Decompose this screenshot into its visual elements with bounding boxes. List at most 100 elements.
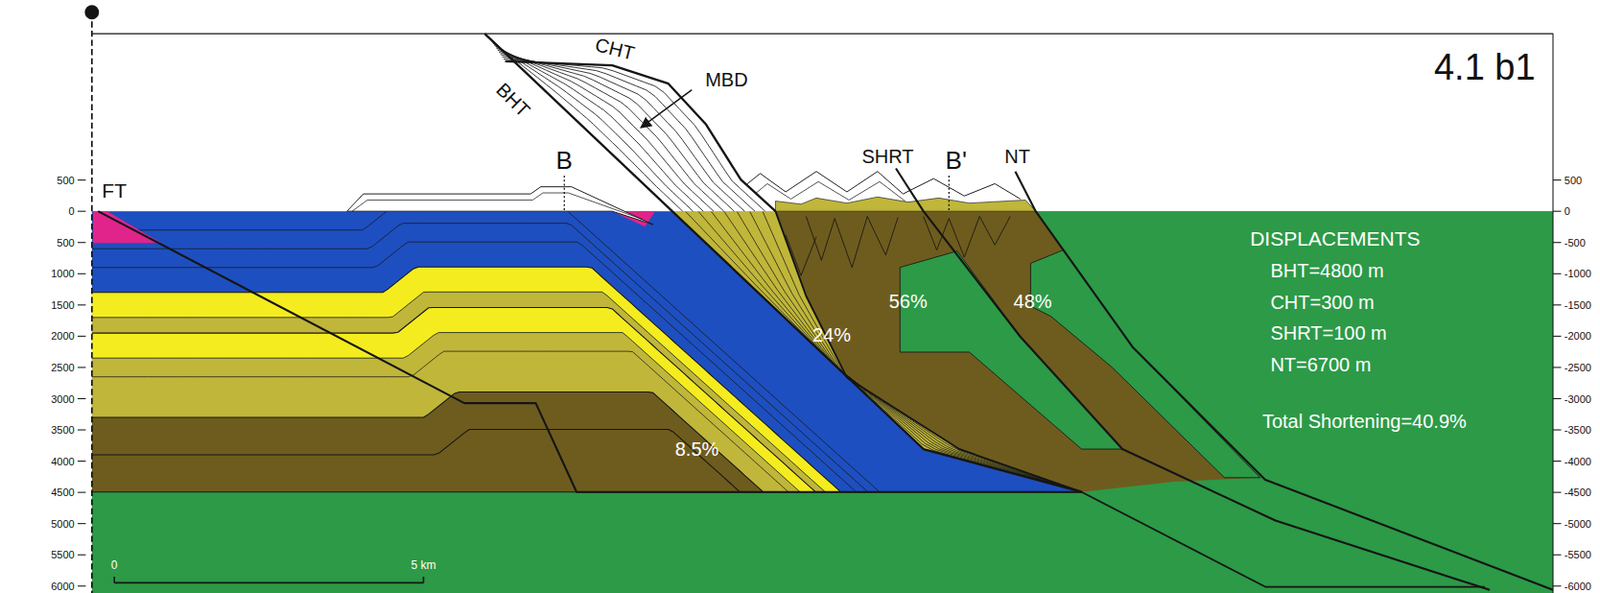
shortening-percent: 24% <box>812 325 851 345</box>
fault-label: FT <box>101 179 127 200</box>
depth-label: 3000 <box>50 393 74 404</box>
depth-label: 4500 <box>50 487 74 498</box>
depth-label: 0 <box>69 206 75 217</box>
fault-label: CHT <box>593 34 637 63</box>
depth-label: -1500 <box>1564 299 1592 310</box>
depth-label: -1000 <box>1564 268 1592 280</box>
depth-label: 3500 <box>50 424 74 436</box>
axis-tick <box>1552 241 1562 243</box>
axis-tick <box>77 335 87 337</box>
depth-label: -3500 <box>1564 424 1592 436</box>
depth-label: 2500 <box>50 361 74 373</box>
depth-label: -2000 <box>1564 330 1592 342</box>
axis-tick <box>1552 460 1562 462</box>
depth-label: 2000 <box>50 330 74 342</box>
axis-tick <box>77 241 87 243</box>
depth-label: -4000 <box>1564 455 1592 467</box>
section-label: B <box>556 147 573 173</box>
depth-label: 500 <box>1564 174 1582 186</box>
depth-label: 5000 <box>50 517 74 529</box>
scale-bar <box>113 576 116 583</box>
displacement-value: CHT=300 m <box>1270 292 1374 312</box>
fault-label: SHRT <box>861 146 914 166</box>
depth-label: -4500 <box>1564 487 1592 498</box>
fault-label: BHT <box>493 79 534 120</box>
axis-tick <box>1552 179 1562 181</box>
scale-label: 5 km <box>410 559 436 571</box>
depth-label: -2500 <box>1564 361 1592 373</box>
bedding-line <box>497 49 725 212</box>
shortening-percent: 48% <box>1013 291 1053 311</box>
fault-label: NT <box>1004 146 1031 166</box>
axis-tick <box>77 492 87 494</box>
bedding-line <box>501 56 755 212</box>
restored-outline <box>734 171 1021 200</box>
axis-dot <box>84 4 99 20</box>
fault-trace <box>484 33 1082 493</box>
displacement-value: BHT=4800 m <box>1270 260 1384 281</box>
depth-label: 500 <box>56 236 74 248</box>
depth-label: -500 <box>1564 236 1586 248</box>
axis-tick <box>1552 492 1562 494</box>
axis-tick <box>77 522 87 524</box>
axis-tick <box>77 585 87 587</box>
restored-outline <box>745 181 906 202</box>
axis-tick <box>1552 398 1562 400</box>
section-label: B' <box>945 147 967 173</box>
axis-tick <box>1552 522 1562 524</box>
axis-tick <box>77 273 87 275</box>
restored-outline <box>347 187 654 225</box>
fault-trace <box>895 168 1490 590</box>
depth-label: -6000 <box>1564 580 1592 591</box>
axis-tick <box>1552 366 1562 368</box>
total-shortening: Total Shortening=40.9% <box>1262 411 1467 431</box>
mbd-block <box>484 33 776 212</box>
shortening-percent: 56% <box>889 291 928 311</box>
depth-label: -3000 <box>1564 393 1592 404</box>
fold-trace <box>923 216 1011 259</box>
axis-tick <box>77 366 87 368</box>
depth-axis <box>91 12 94 593</box>
fault-trace <box>1082 492 1485 588</box>
unit-label: MBD <box>705 70 748 90</box>
displacement-heading: DISPLACEMENTS <box>1249 227 1420 248</box>
scale-bar <box>423 576 425 583</box>
fold-trace <box>805 216 898 268</box>
depth-label: 500 <box>56 174 74 186</box>
axis-tick <box>1552 335 1562 337</box>
shortening-percent: 8.5% <box>675 439 720 459</box>
fault-trace <box>775 211 1082 493</box>
axis-tick <box>77 428 87 430</box>
bedding-line <box>503 58 766 212</box>
fold-trace <box>785 235 817 277</box>
scale-bar <box>114 582 424 585</box>
basement <box>1035 211 1553 590</box>
depth-label: 1500 <box>50 299 74 310</box>
fault-trace <box>1014 171 1553 590</box>
axis-tick <box>1552 211 1562 212</box>
depth-label: 5500 <box>50 549 74 561</box>
restored-outline <box>352 192 643 220</box>
fault-trace <box>97 211 1082 493</box>
leader-line <box>640 90 692 128</box>
section-marker <box>948 175 950 212</box>
surface-band <box>775 196 1036 212</box>
depth-label: 6000 <box>50 580 74 591</box>
displacement-value: SHRT=100 m <box>1270 323 1387 343</box>
axis-tick <box>77 179 87 181</box>
axis-tick <box>1552 585 1562 587</box>
scale-label: 0 <box>111 559 118 571</box>
figure-title: 4.1 b1 <box>1434 48 1536 86</box>
axis-tick <box>1552 273 1562 275</box>
fault-trace <box>505 61 777 212</box>
bedding-line <box>495 47 714 212</box>
bedding-line <box>494 45 704 212</box>
section-marker <box>564 175 565 212</box>
displacement-value: NT=6700 m <box>1270 354 1371 375</box>
axis-tick <box>1552 304 1562 306</box>
axis-tick <box>1552 554 1562 556</box>
axis-tick <box>77 211 87 212</box>
